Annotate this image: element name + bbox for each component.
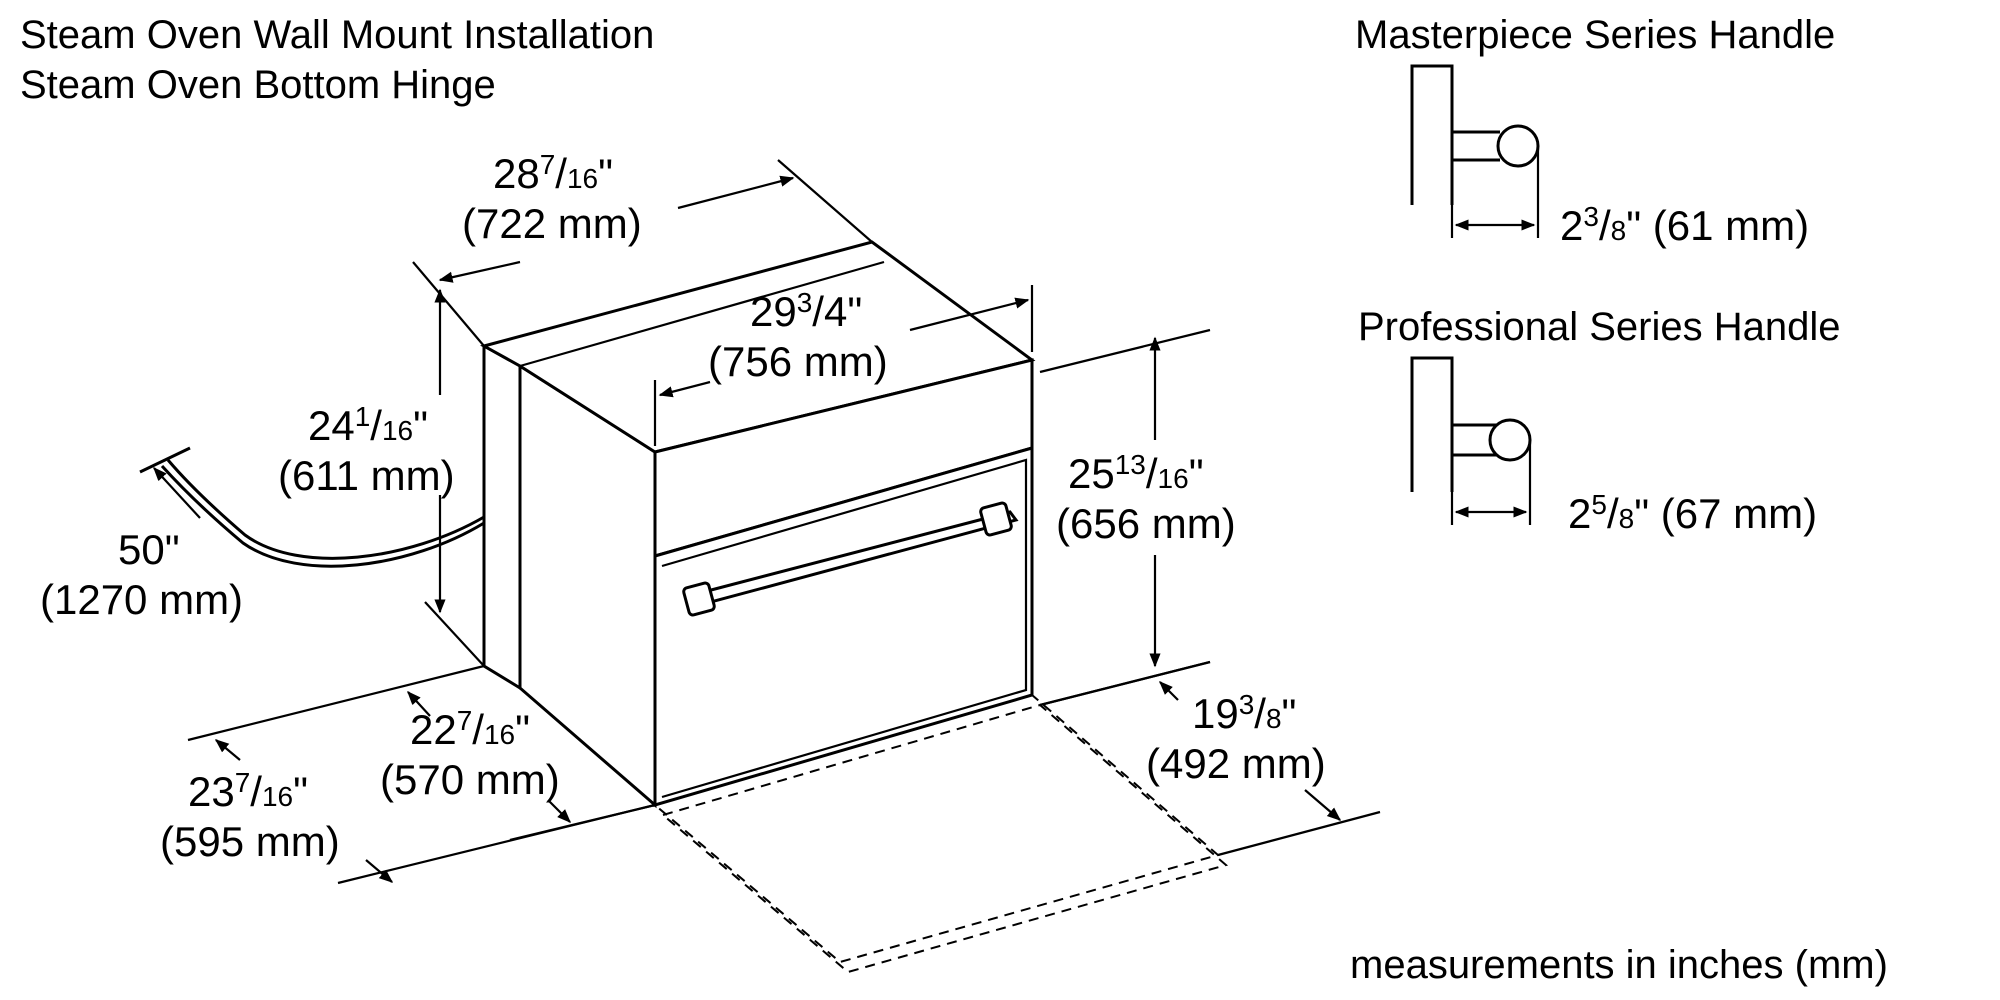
dim-depth-top-inch: 287/16" — [493, 149, 613, 197]
dimension-lines — [153, 159, 1381, 885]
dim-height-front-den: 16 — [1158, 463, 1189, 494]
masterpiece-dim-num: 3 — [1583, 201, 1599, 232]
masterpiece-handle-detail: Masterpiece Series Handle 23/8" (61 mm) — [1355, 13, 1835, 249]
professional-dim: 25/8" (67 mm) — [1568, 489, 1817, 537]
dim-cord-mm: (1270 mm) — [40, 576, 243, 623]
dim-door-swing-den: 8 — [1266, 703, 1282, 734]
dim-depth-body-num: 7 — [457, 705, 473, 736]
dim-height-front-mm: (656 mm) — [1056, 500, 1236, 547]
title-line-2: Steam Oven Bottom Hinge — [20, 63, 496, 107]
masterpiece-title: Masterpiece Series Handle — [1355, 13, 1835, 57]
dim-cord-inch: 50" — [118, 526, 180, 573]
dim-door-swing-inch: 193/8" — [1192, 689, 1296, 737]
dim-depth-total-mm: (595 mm) — [160, 818, 340, 865]
masterpiece-knob — [1496, 124, 1540, 168]
masterpiece-dim-suffix: " (61 mm) — [1626, 202, 1809, 249]
masterpiece-dim-den: 8 — [1611, 215, 1627, 246]
dim-door-swing-num: 3 — [1239, 689, 1255, 720]
professional-title: Professional Series Handle — [1358, 305, 1840, 349]
professional-handle-detail: Professional Series Handle 25/8" (67 mm) — [1358, 305, 1840, 537]
measurement-note: measurements in inches (mm) — [1350, 943, 1888, 987]
dim-height-side-whole: 24 — [308, 402, 355, 449]
professional-knob — [1488, 418, 1532, 462]
dim-depth-body-mm: (570 mm) — [380, 756, 560, 803]
dim-height-front-num: 13 — [1115, 449, 1146, 480]
dim-door-swing-mm: (492 mm) — [1146, 740, 1326, 787]
dim-depth-top-num: 7 — [540, 149, 556, 180]
dim-depth-body-den: 16 — [484, 719, 515, 750]
masterpiece-dim-whole: 2 — [1560, 202, 1583, 249]
dim-width-front-mm: (756 mm) — [708, 338, 888, 385]
professional-dim-suffix: " (67 mm) — [1634, 490, 1817, 537]
dim-width-front-inch: 293/4" — [750, 287, 862, 335]
dim-depth-total-den: 16 — [262, 781, 293, 812]
dim-door-swing-whole: 19 — [1192, 690, 1239, 737]
dim-depth-total-whole: 23 — [188, 768, 235, 815]
dim-depth-top-whole: 28 — [493, 150, 540, 197]
masterpiece-dim: 23/8" (61 mm) — [1560, 201, 1809, 249]
dim-width-front-whole: 29 — [750, 288, 797, 335]
handle-mount-left — [682, 581, 716, 617]
dim-depth-total-inch: 237/16" — [188, 767, 308, 815]
power-cord — [139, 446, 485, 568]
dim-height-side-den: 16 — [382, 415, 413, 446]
dim-height-front-whole: 25 — [1068, 450, 1115, 497]
dim-width-front-num: 3 — [797, 287, 813, 318]
dim-depth-body-whole: 22 — [410, 706, 457, 753]
dim-width-front-den: 4 — [824, 288, 847, 335]
dim-height-side-num: 1 — [355, 401, 371, 432]
door-handle — [682, 501, 1019, 617]
dim-depth-total-num: 7 — [235, 767, 251, 798]
dim-height-side-mm: (611 mm) — [278, 452, 455, 499]
dim-depth-top-mm: (722 mm) — [462, 200, 642, 247]
side-trim-panel — [482, 343, 522, 691]
handle-mount-right — [979, 501, 1013, 537]
dim-height-side-inch: 241/16" — [308, 401, 428, 449]
dim-height-front-inch: 2513/16" — [1068, 449, 1204, 497]
professional-dim-num: 5 — [1591, 489, 1607, 520]
professional-dim-whole: 2 — [1568, 490, 1591, 537]
dim-depth-top-den: 16 — [567, 163, 598, 194]
dim-depth-body-inch: 227/16" — [410, 705, 530, 753]
title-line-1: Steam Oven Wall Mount Installation — [20, 13, 654, 57]
professional-dim-den: 8 — [1619, 503, 1635, 534]
